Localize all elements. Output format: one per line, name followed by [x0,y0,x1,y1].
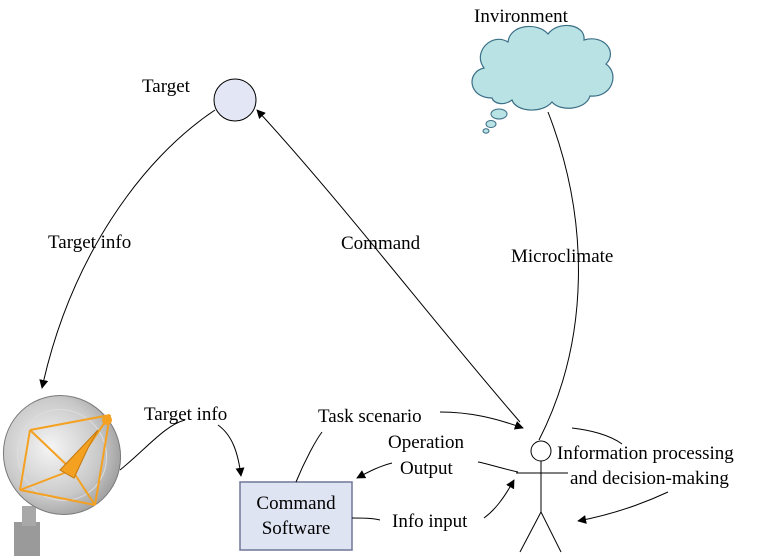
edge-label-info-input: Info input [392,511,468,532]
environment-cloud-icon [471,24,614,134]
edge-microclimate [538,111,579,441]
edge-task-scenario [439,411,524,430]
edge-operation-output [477,461,519,473]
command-software-label-line1: Command [256,493,336,514]
edge-info-processing-top [571,427,623,445]
command-software-label-line2: Software [262,518,331,539]
human-operator-icon [516,440,568,553]
edge-label-target-info-bottom: Target info [144,404,227,425]
edge-dish-to-software [119,419,186,471]
human-label-line1: Information processing [557,443,734,464]
edge-task-scenario-curve [295,431,323,483]
human-label-line2: and decision-making [570,468,729,489]
environment-label: Invironment [474,6,569,27]
edge-label-operation: Operation [388,432,464,453]
edge-info-input-left [351,517,381,521]
edge-label-output: Output [400,458,454,479]
target-label: Target [142,76,191,97]
satellite-dish-icon [2,395,122,556]
edge-info-processing-bottom [577,491,669,524]
edge-target-info-to-software [217,424,245,477]
edge-operation-to-software [356,462,393,479]
command-software-box [239,481,353,551]
edge-label-microclimate: Microclimate [511,246,613,267]
edge-label-task-scenario: Task scenario [318,406,422,427]
edge-label-command: Command [341,233,421,254]
edge-command [256,109,521,423]
edge-label-target-info-top: Target info [48,232,131,253]
edge-target-to-dish [39,109,216,389]
target-node [213,78,257,122]
edge-info-input [483,479,515,519]
